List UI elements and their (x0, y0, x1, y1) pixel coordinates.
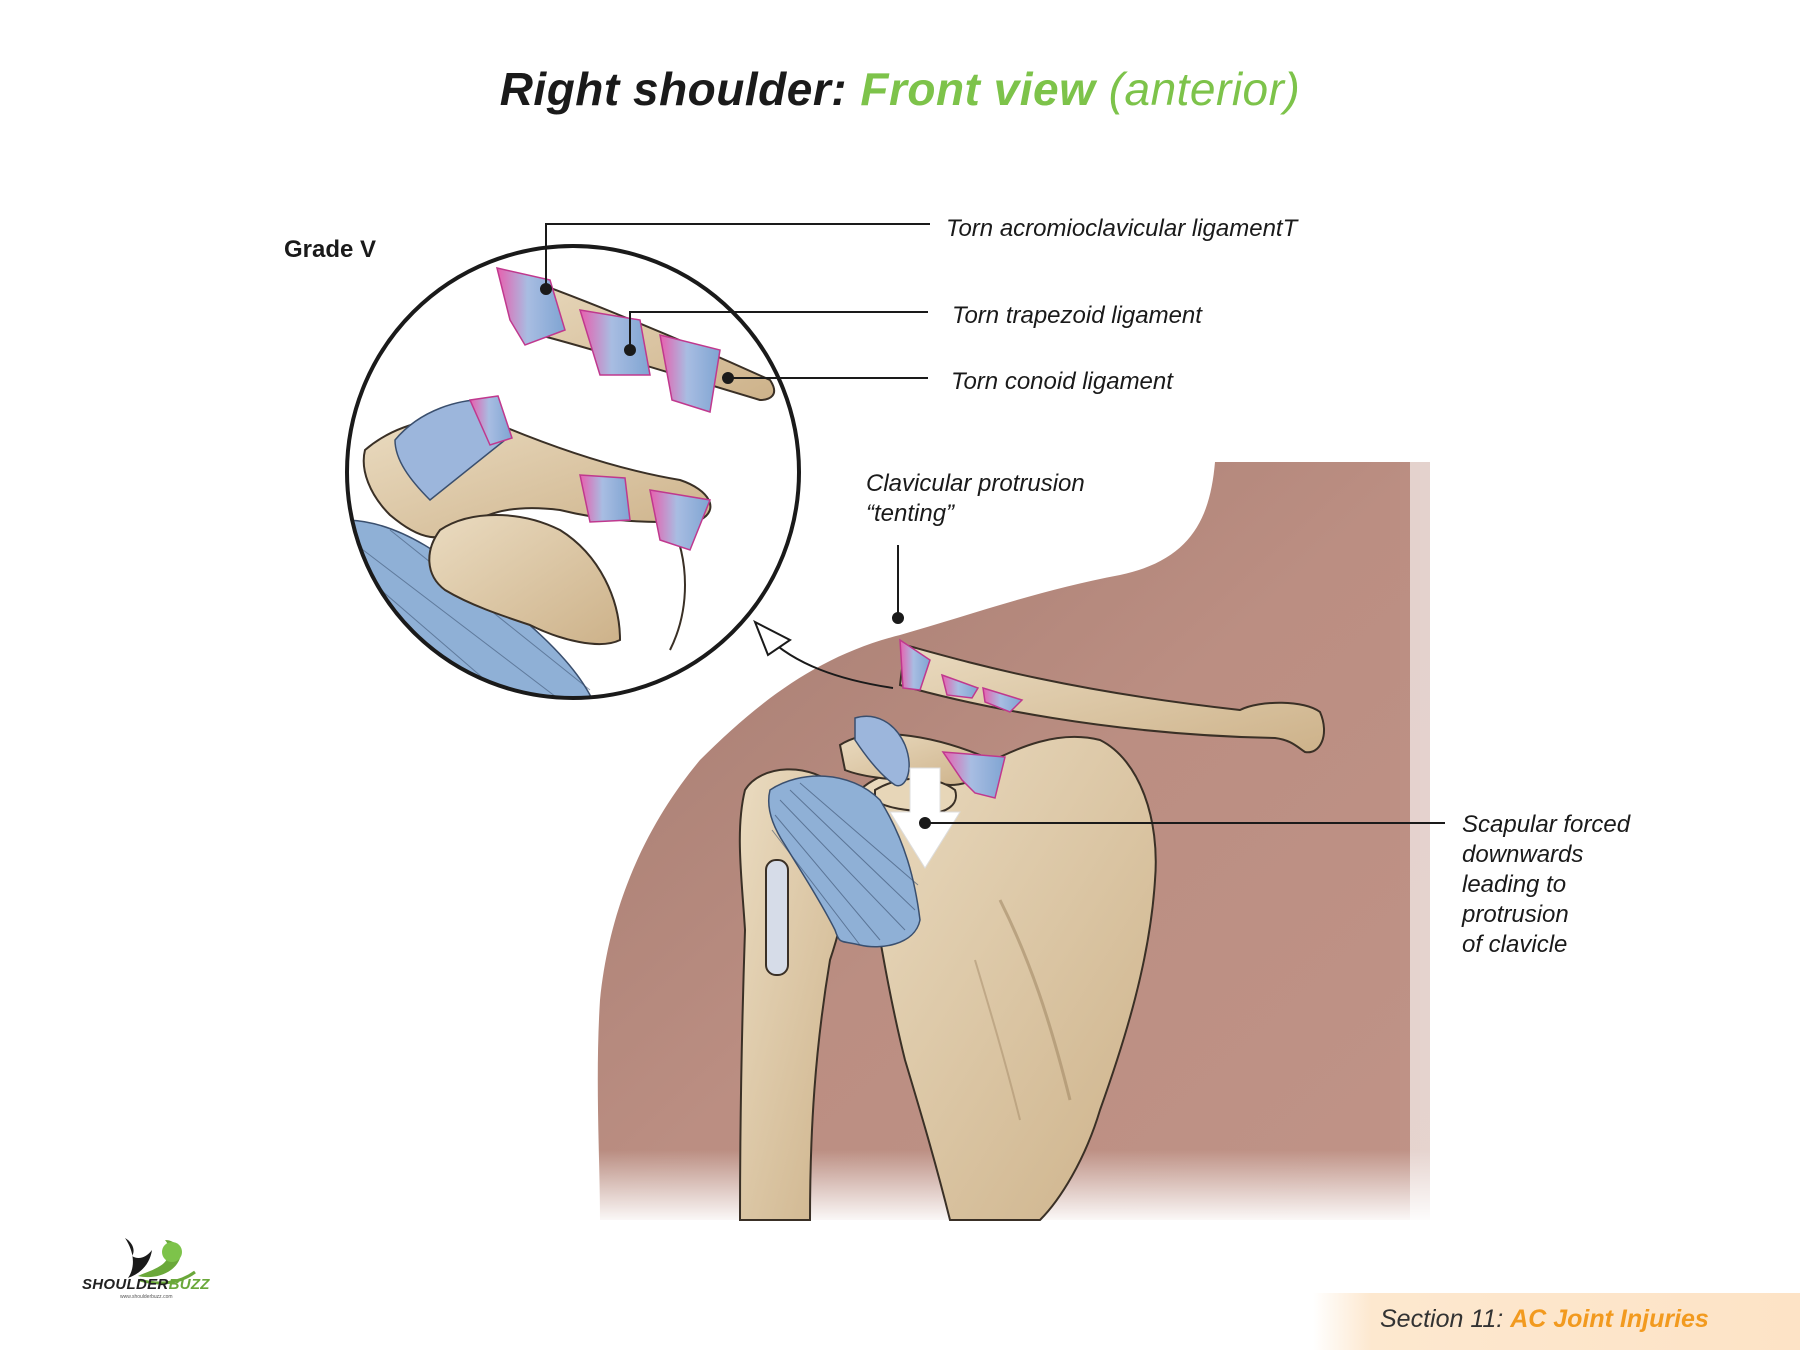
footer-section-number: Section 11: (1380, 1305, 1504, 1333)
page-title: Right shoulder: Front view (anterior) (0, 62, 1800, 116)
label-scapular-line1: Scapular forced (1462, 811, 1631, 838)
label-conoid: Torn conoid ligament (951, 368, 1173, 395)
label-tenting: Clavicular protrusion “tenting” (866, 469, 1085, 529)
title-part-1: Right shoulder (499, 63, 832, 115)
label-acromioclavicular: Torn acromioclavicular ligamentT (946, 215, 1298, 242)
magnify-arrow (753, 619, 894, 689)
magnified-view (345, 244, 801, 700)
footer-section-topic: AC Joint Injuries (1510, 1305, 1709, 1333)
logo-name-part1: SHOULDER (82, 1276, 169, 1293)
label-trapezoid: Torn trapezoid ligament (952, 302, 1202, 329)
footer-section: Section 11: AC Joint Injuries (1380, 1305, 1709, 1334)
label-scapular-line2: downwards (1462, 841, 1584, 868)
leader-trapezoid (629, 311, 928, 350)
scapula-bone (838, 733, 1157, 1221)
footer-band (1313, 1293, 1800, 1350)
logo-name: SHOULDERBUZZ (82, 1276, 210, 1293)
label-scapular-line5: of clavicle (1462, 931, 1568, 958)
title-part-2: Front view (860, 63, 1096, 115)
label-scapular-line3: leading to (1462, 871, 1567, 898)
logo-name-part2: BUZZ (168, 1276, 210, 1293)
label-tenting-line2: “tenting” (866, 500, 955, 527)
label-scapular: Scapular forced downwards leading to pro… (1462, 810, 1630, 960)
shoulderbuzz-logo-icon (125, 1238, 196, 1285)
leader-lines (540, 223, 1445, 829)
rotator-cuff (765, 775, 921, 976)
title-part-3: (anterior) (1108, 63, 1301, 115)
leader-acromioclavicular (545, 223, 930, 289)
logo-url: www.shoulderbuzz.com (120, 1294, 173, 1300)
acromion-ligaments (854, 715, 1006, 799)
title-colon: : (831, 63, 848, 115)
clavicle-bone (898, 638, 1325, 754)
label-tenting-line1: Clavicular protrusion (866, 470, 1085, 497)
grade-label: Grade V (284, 236, 377, 263)
label-scapular-line4: protrusion (1462, 901, 1569, 928)
